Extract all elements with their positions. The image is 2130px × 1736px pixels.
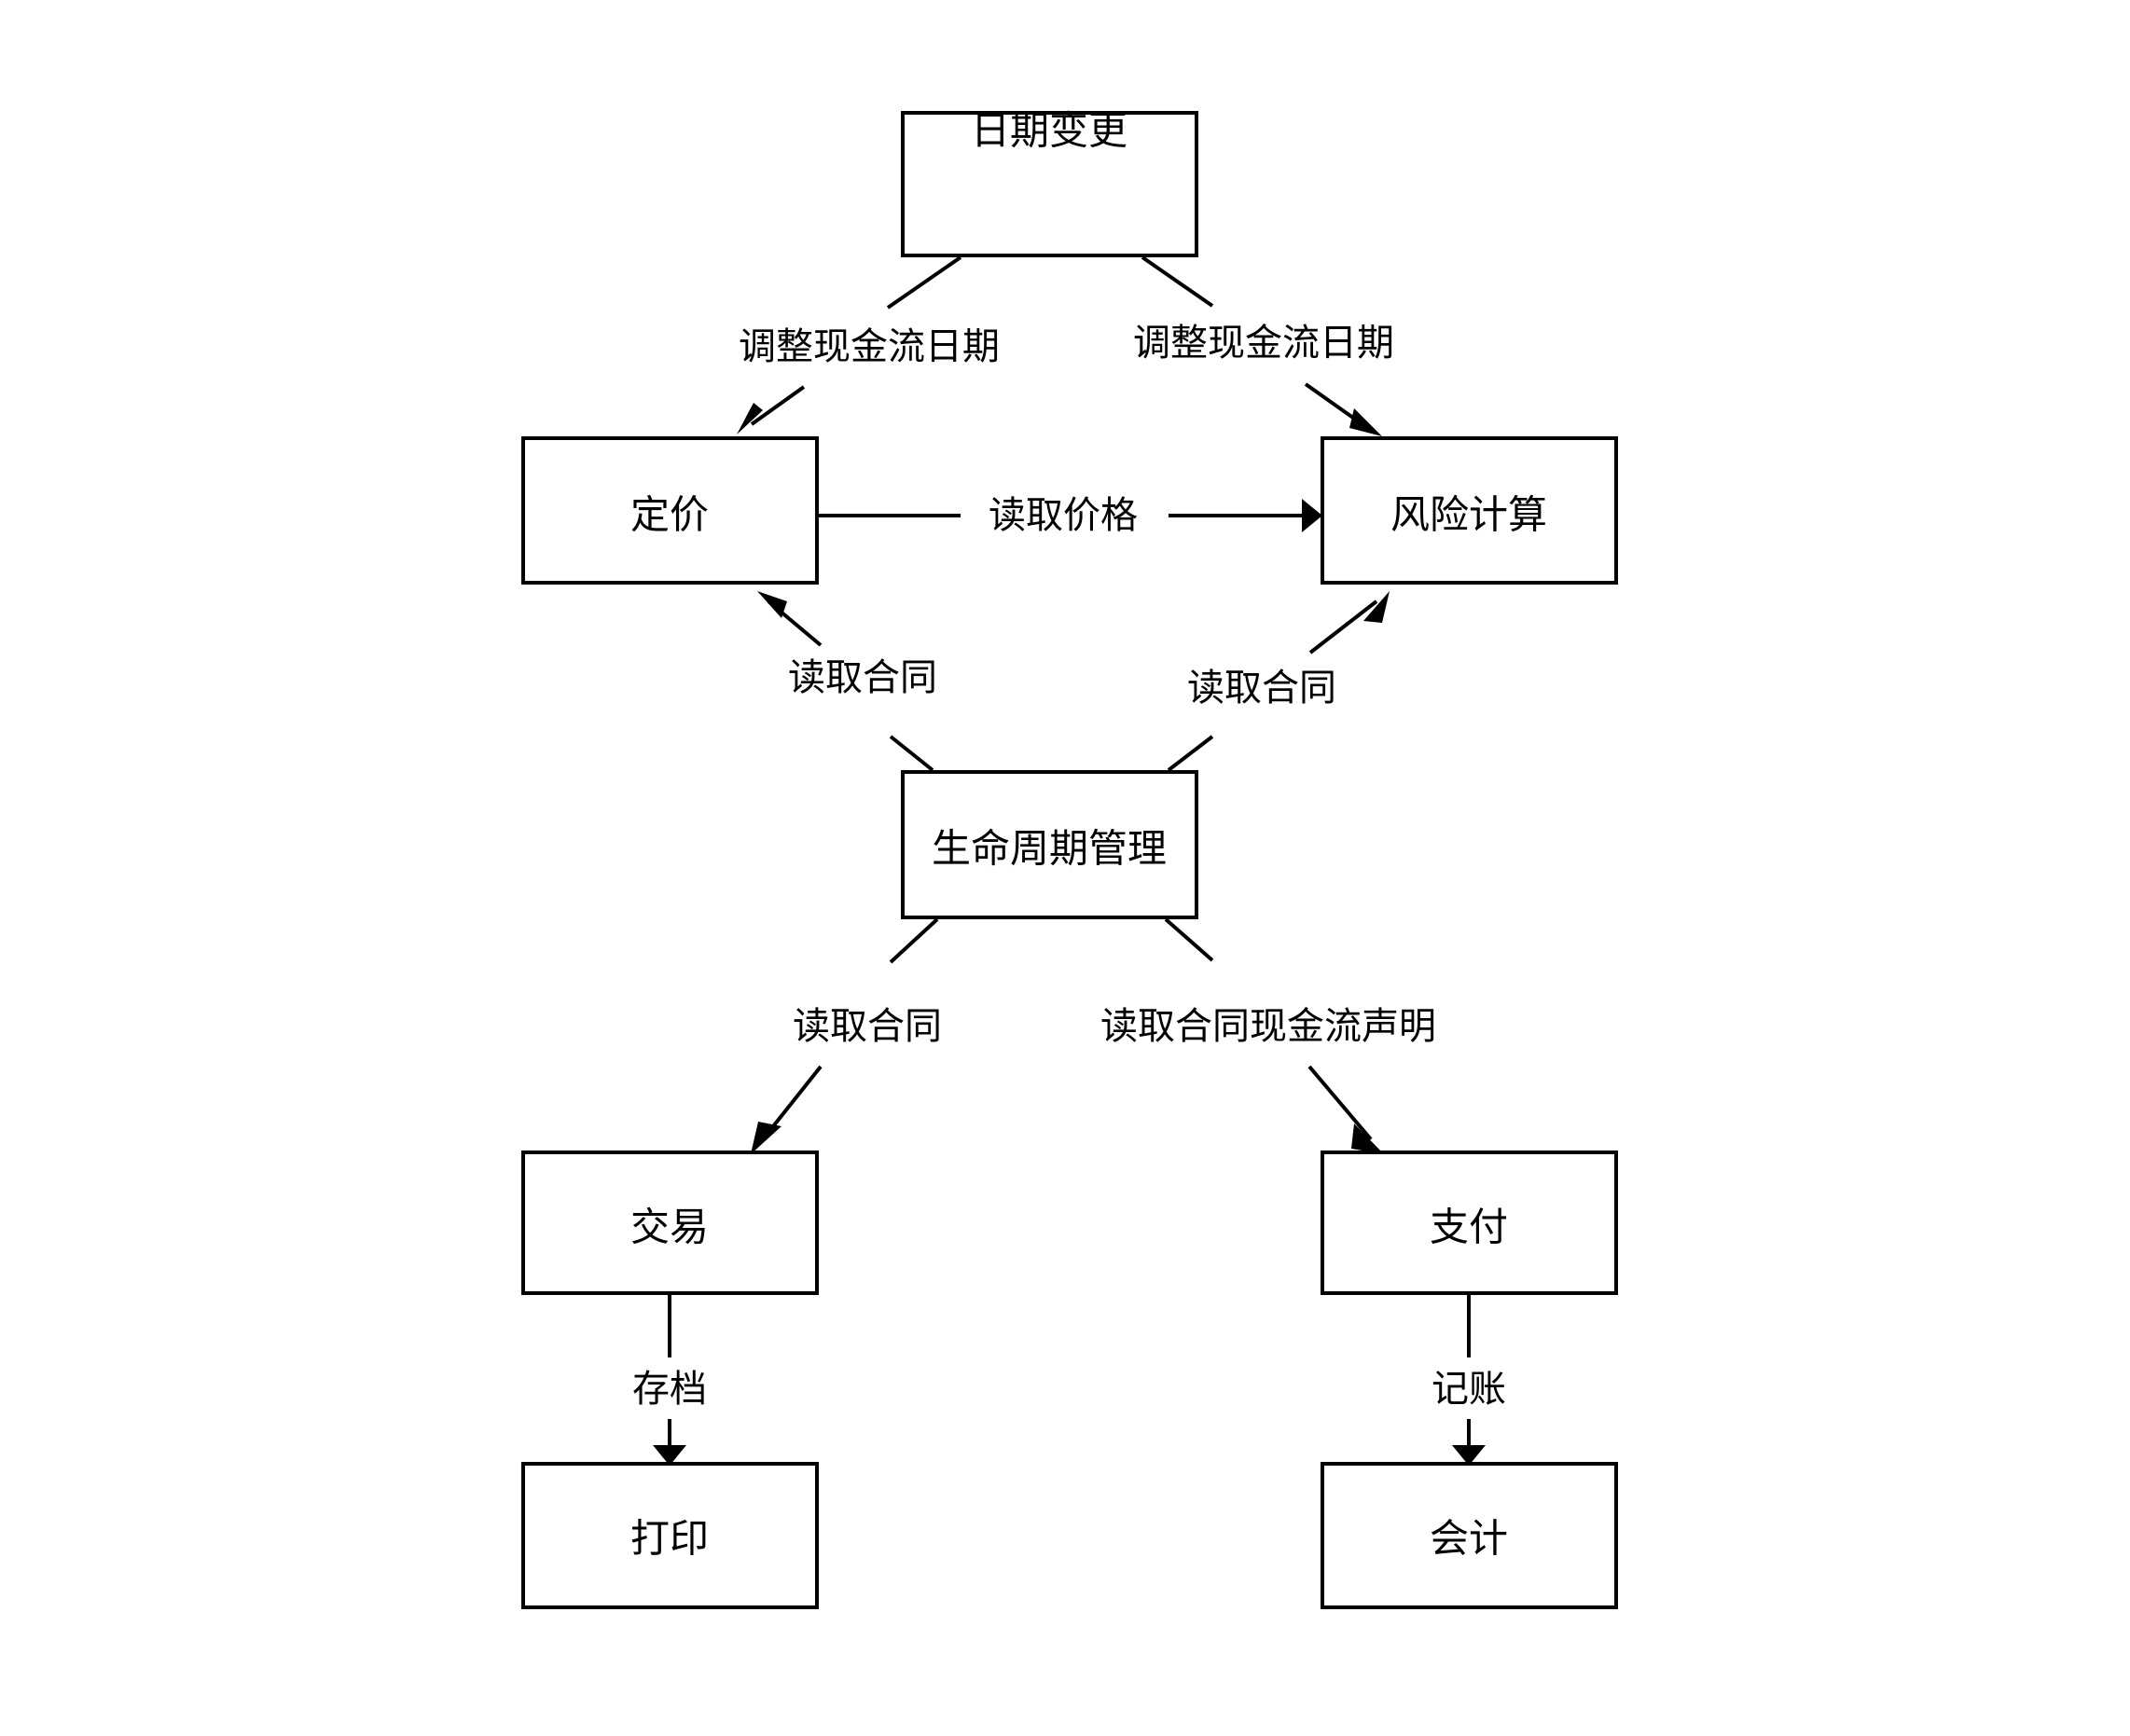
node-box[interactable] (1321, 1462, 1618, 1609)
node-trade[interactable]: 交易 (521, 1150, 819, 1295)
edge-line-segment (1141, 255, 1214, 308)
node-lifecycle-management[interactable]: 生命周期管理 (901, 770, 1198, 919)
edge-date-change-to-risk: 调整现金流日期 (1133, 255, 1394, 436)
edge-line-segment (889, 735, 934, 772)
node-box[interactable] (901, 770, 1198, 919)
node-date-change[interactable]: 日期变更 (901, 108, 1198, 257)
node-box[interactable] (521, 1150, 819, 1295)
node-box[interactable] (521, 1462, 819, 1609)
edge-label: 读取合同 (793, 1005, 942, 1048)
node-box[interactable] (901, 111, 1198, 257)
edge-lifecycle-to-risk: 读取合同 (1167, 591, 1390, 772)
edge-label: 调整现金流日期 (1133, 322, 1394, 365)
edge-label: 读取价格 (989, 494, 1138, 537)
edge-line-segment (889, 917, 939, 964)
edge-line-segment (886, 255, 962, 310)
node-label: 定价 (630, 492, 709, 538)
edge-line-segment (1167, 735, 1214, 772)
node-box[interactable] (521, 436, 819, 585)
arrow-head (757, 591, 787, 618)
arrow-head (1349, 408, 1382, 436)
edge-line-segment (1307, 1065, 1373, 1141)
edge-lifecycle-to-pricing: 读取合同 (757, 591, 937, 772)
edge-payment-to-accounting: 记账 (1432, 1293, 1506, 1466)
edge-label: 记账 (1432, 1368, 1506, 1411)
edge-lifecycle-to-payment: 读取合同现金流声明 (1100, 917, 1436, 1154)
edge-label: 读取合同现金流声明 (1100, 1005, 1436, 1048)
edge-label: 调整现金流日期 (739, 325, 1000, 368)
node-payment[interactable]: 支付 (1321, 1150, 1618, 1295)
node-box[interactable] (1321, 1150, 1618, 1295)
arrow-head (1351, 1123, 1384, 1154)
arrow-head (1363, 591, 1390, 623)
node-accounting[interactable]: 会计 (1321, 1462, 1618, 1609)
node-label: 会计 (1430, 1516, 1508, 1562)
edge-pricing-to-risk: 读取价格 (817, 494, 1322, 537)
edge-line-segment (750, 385, 806, 426)
node-risk-calculation[interactable]: 风险计算 (1321, 436, 1618, 585)
node-print[interactable]: 打印 (521, 1462, 819, 1609)
arrow-head (653, 1445, 686, 1466)
node-box[interactable] (1321, 436, 1618, 585)
arrow-head (737, 403, 763, 434)
arrow-head (1452, 1445, 1486, 1466)
node-label: 打印 (630, 1516, 709, 1562)
edge-trade-to-print: 存档 (632, 1293, 707, 1466)
node-label: 支付 (1430, 1205, 1508, 1250)
edge-date-change-to-pricing: 调整现金流日期 (737, 255, 1000, 434)
node-label: 日期变更 (971, 108, 1127, 154)
edge-label: 读取合同 (1187, 667, 1336, 710)
arrow-head (1302, 499, 1322, 532)
node-label: 风险计算 (1390, 492, 1547, 538)
edge-label: 读取合同 (788, 656, 937, 699)
arrow-head (751, 1122, 781, 1154)
edge-line-segment (1164, 917, 1214, 962)
edge-lifecycle-to-trade: 读取合同 (751, 917, 942, 1154)
edge-label: 存档 (632, 1368, 707, 1411)
node-pricing[interactable]: 定价 (521, 436, 819, 585)
edge-line-segment (1308, 599, 1378, 654)
node-label: 交易 (630, 1205, 709, 1250)
node-label: 生命周期管理 (932, 826, 1167, 872)
